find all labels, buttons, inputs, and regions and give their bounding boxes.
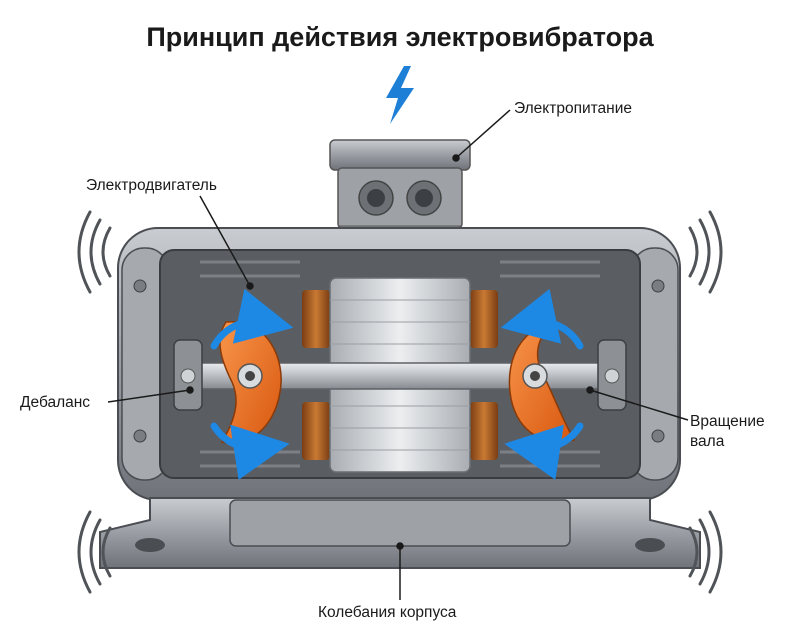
leader-lines: [107, 109, 689, 600]
rotation-arrow-icon: [210, 288, 584, 480]
label-shaft-rotation: Вращение вала: [690, 413, 765, 450]
vibration-waves-icon: [77, 210, 723, 594]
label-unbalance: Дебаланс: [20, 394, 91, 411]
bearings: [173, 339, 627, 411]
lightning-bolt-icon: [386, 66, 414, 124]
label-electric-motor: Электродвигатель: [86, 177, 217, 194]
unbalance-weight-left: [219, 321, 282, 444]
label-power-supply: Электропитание: [514, 100, 633, 117]
label-housing-vibration: Колебания корпуса: [318, 604, 457, 621]
terminal-box: [329, 139, 471, 241]
diagram-title: Принцип действия электровибратора: [146, 22, 654, 52]
mounting-base: [99, 497, 701, 569]
